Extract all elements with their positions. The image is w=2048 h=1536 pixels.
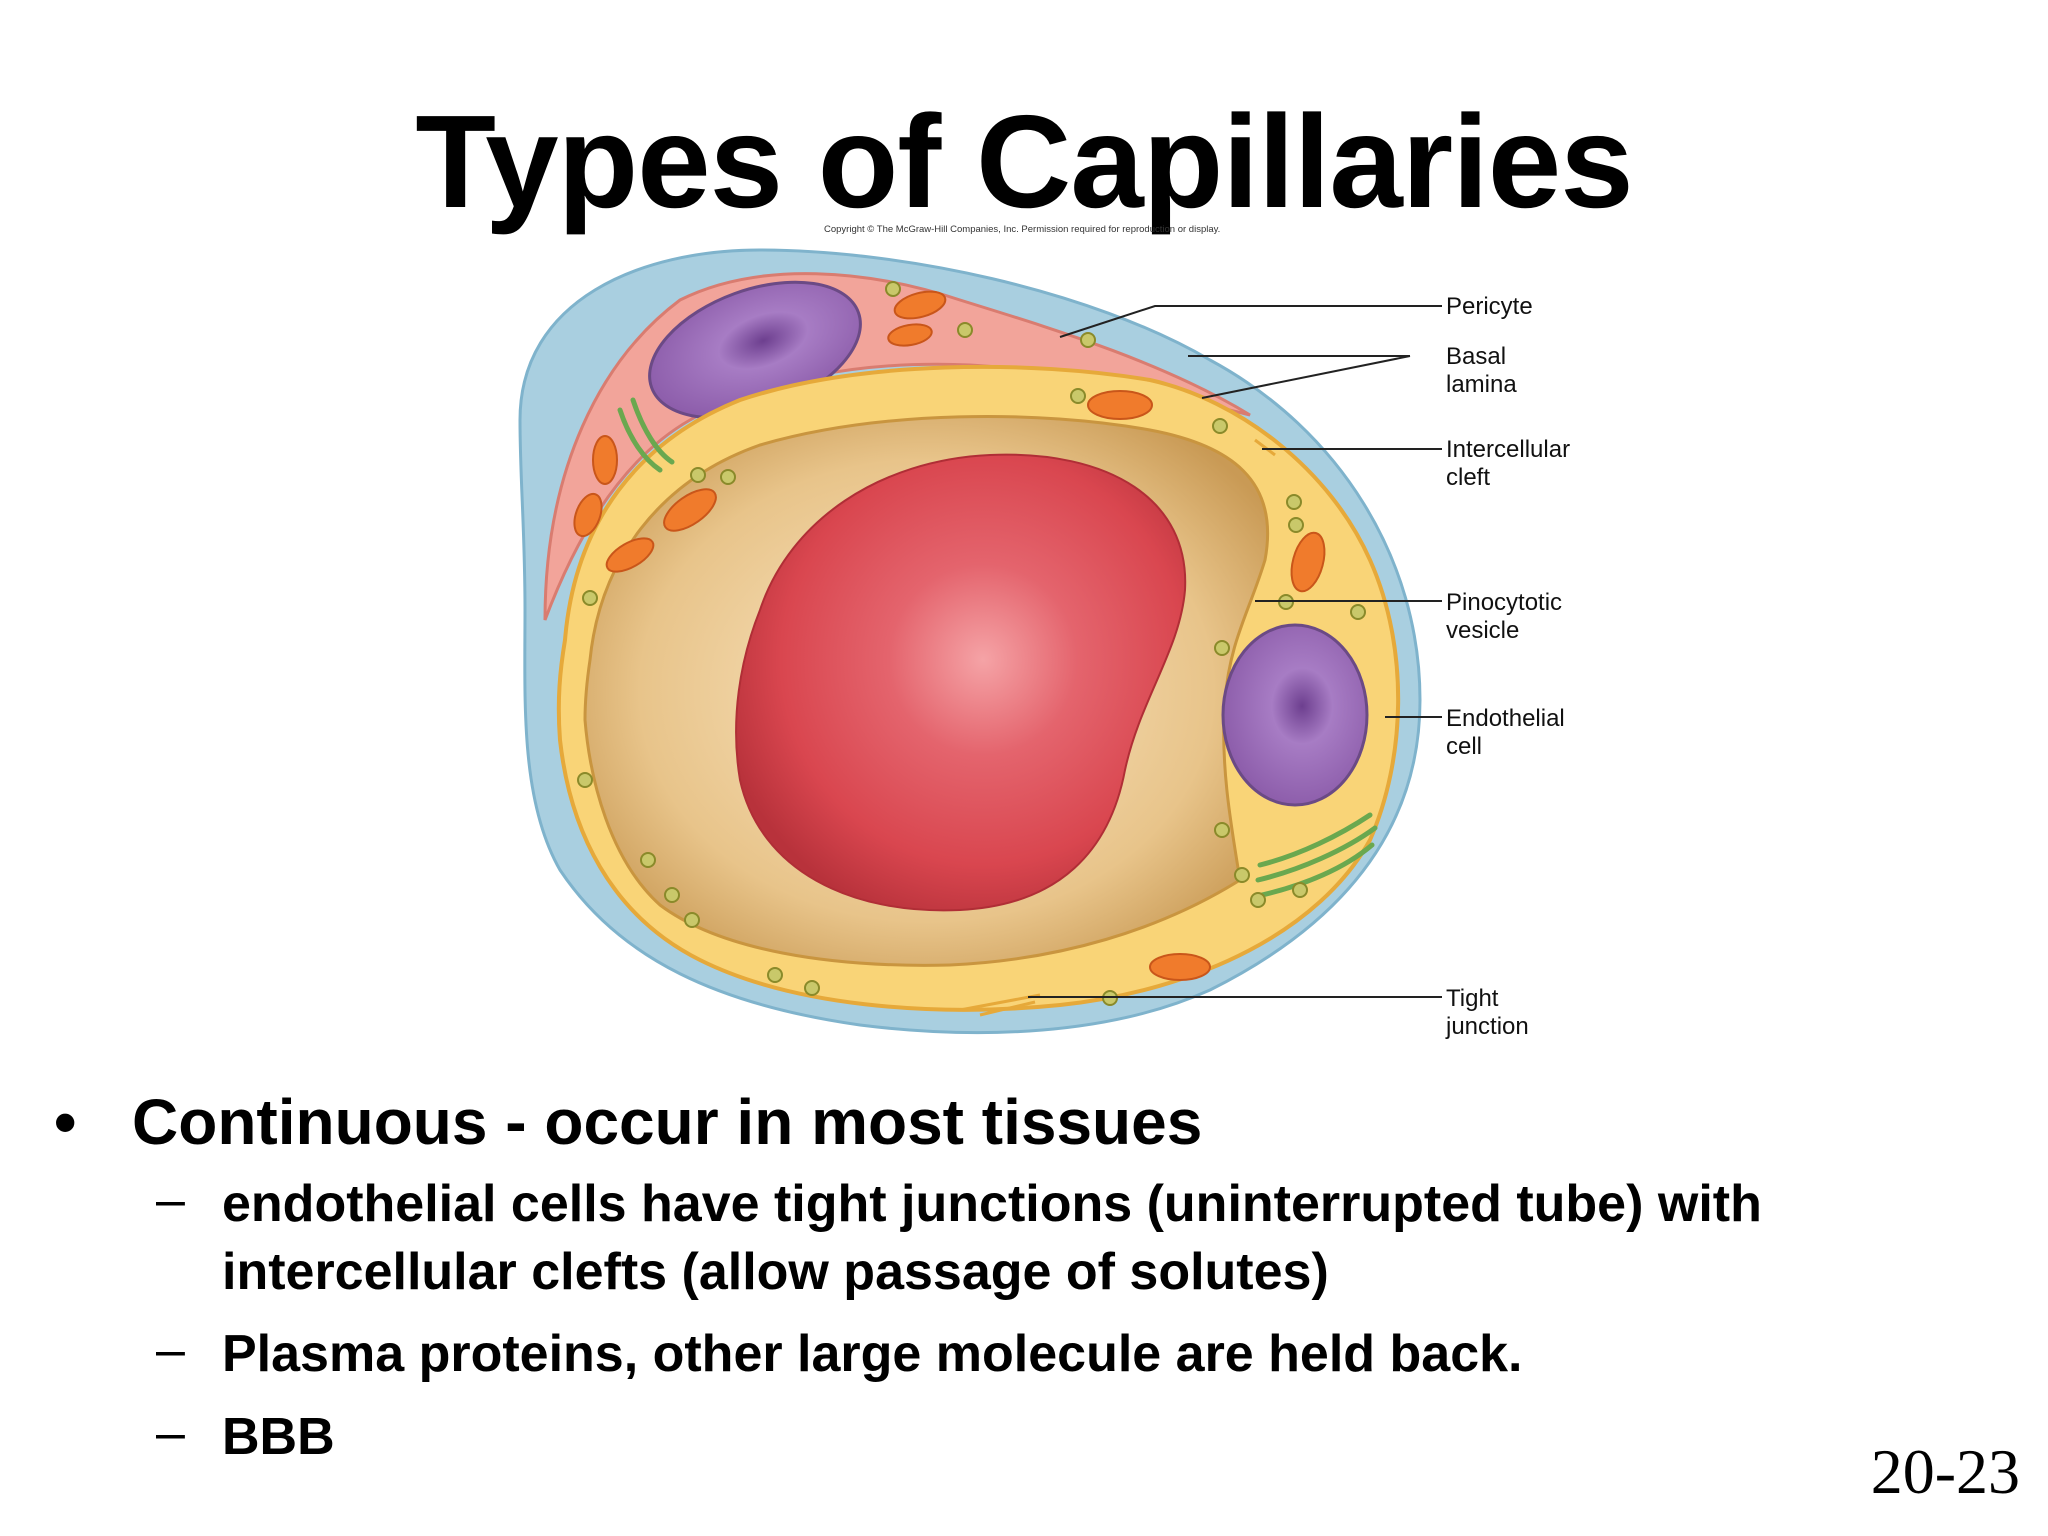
label-endothelial-cell: Endothelial cell [1446, 705, 1565, 760]
dash-symbol: – [156, 1171, 185, 1229]
label-intercellular-cleft: Intercellular cleft [1446, 436, 1571, 491]
pinocytotic-vesicles [577, 281, 1366, 1006]
label-pericyte: Pericyte [1446, 293, 1533, 320]
copyright-notice: Copyright © The McGraw-Hill Companies, I… [824, 224, 1221, 235]
label-pinocytotic-vesicle: Pinocytotic vesicle [1446, 589, 1563, 644]
slide-title: Types of Capillaries [415, 88, 1633, 235]
endothelial-nucleus [1221, 623, 1369, 807]
dash-symbol: – [156, 1321, 185, 1379]
mitochondria [573, 290, 1326, 981]
dash-symbol: – [156, 1404, 185, 1462]
capillary-diagram: Pericyte Basal lamina Intercellular clef… [518, 248, 1571, 1040]
golgi-apparatus [617, 397, 1378, 898]
bullet-symbol: • [54, 1086, 77, 1158]
slide-number: 20-23 [1870, 1436, 2020, 1507]
red-blood-cell [735, 453, 1187, 912]
sub-bullet-text: BBB [222, 1408, 335, 1466]
capillary-illustration [518, 248, 1442, 1035]
tight-junction [959, 438, 1276, 1017]
sub-bullet-text: Plasma proteins, other large molecule ar… [222, 1325, 1523, 1383]
label-basal-lamina: Basal lamina [1446, 343, 1517, 398]
main-bullet-text: Continuous - occur in most tissues [132, 1086, 1203, 1158]
label-tight-junction: Tight junction [1446, 985, 1529, 1040]
callout-lines [1028, 305, 1442, 998]
sub-bullet-text: endothelial cells have tight junctions (… [222, 1175, 1762, 1301]
